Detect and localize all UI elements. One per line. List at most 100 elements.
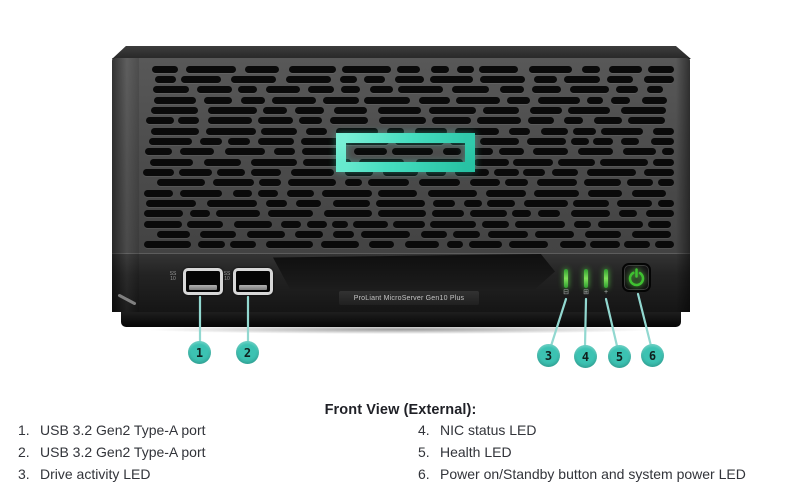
grille-slot <box>265 86 300 94</box>
grille-slot <box>145 117 174 125</box>
grille-slot <box>178 117 199 125</box>
grille-slot <box>648 220 672 228</box>
grille-slot <box>493 169 519 176</box>
grille-slot <box>419 96 451 104</box>
callout-3: 3 <box>537 344 560 367</box>
grille-slot <box>511 210 531 218</box>
grille-slot <box>393 220 425 228</box>
grille-slot <box>322 96 360 104</box>
grille-slot <box>244 65 279 73</box>
grille-slot <box>379 117 427 125</box>
grille-slot <box>498 148 524 156</box>
grille-slot <box>610 96 631 104</box>
usb-tongue <box>189 285 217 290</box>
grille-slot <box>213 179 255 187</box>
grille-slot <box>303 158 351 166</box>
grille-slot <box>623 148 657 156</box>
grille-slot <box>451 86 489 94</box>
grille-slot <box>551 169 579 176</box>
grille-slot <box>271 96 317 104</box>
grille-slot <box>215 210 261 218</box>
grille-slot <box>289 65 337 73</box>
grille-slot <box>650 137 674 145</box>
grille-slot <box>145 148 173 156</box>
grille-slot <box>204 96 233 104</box>
chassis-left-edge <box>112 58 139 312</box>
grille-slot <box>156 179 205 187</box>
grille-slot <box>479 75 526 83</box>
network-icon: ⊞ <box>583 289 589 296</box>
legend-number: 6. <box>418 465 430 482</box>
grille-slot <box>464 200 482 208</box>
grille-slot <box>335 127 378 135</box>
grille-slot <box>598 220 643 228</box>
grille-slot <box>513 158 554 166</box>
grille-slot <box>332 220 349 228</box>
grille-slot <box>341 86 360 94</box>
callout-5: 5 <box>608 345 631 368</box>
grille-slot <box>446 241 463 249</box>
grille-slot <box>652 158 674 166</box>
grille-slot <box>142 169 174 176</box>
grille-slot <box>615 86 639 94</box>
grille-slot <box>432 210 464 218</box>
grille-slot <box>430 75 474 83</box>
grille-slot <box>469 241 503 249</box>
grille-slot <box>199 137 223 145</box>
grille-slot <box>240 96 266 104</box>
grille-slot <box>587 189 623 197</box>
grille-slot <box>217 169 245 176</box>
usb-tongue <box>239 285 267 290</box>
grille-slot <box>608 65 642 73</box>
legend-label: USB 3.2 Gen2 Type-A port <box>40 422 206 438</box>
grille-slot <box>146 200 197 208</box>
legend-item: 6. Power on/Standby button and system po… <box>418 464 788 486</box>
grille-slot <box>584 231 622 239</box>
grille-slot <box>198 241 226 249</box>
grille-slot <box>483 106 520 114</box>
grille-slot <box>529 106 562 114</box>
grille-slot <box>506 96 531 104</box>
grille-slot <box>286 75 331 83</box>
grille-slot <box>532 86 562 94</box>
grille-slot <box>246 231 286 239</box>
grille-slot <box>470 210 507 218</box>
grille-slot <box>180 148 214 156</box>
grille-slot <box>415 127 448 135</box>
grille-slot <box>478 65 518 73</box>
legend-right: 4. NIC status LED 5. Health LED 6. Power… <box>418 420 788 485</box>
grille-slot <box>257 117 293 125</box>
grille-slot <box>273 148 296 156</box>
grille-slot <box>307 86 334 94</box>
grille-slot <box>369 86 393 94</box>
grille-slot <box>523 169 546 176</box>
grille-slot <box>587 96 604 104</box>
grille-slot <box>479 137 520 145</box>
grille-slot <box>573 200 609 208</box>
legend-number: 2. <box>18 443 30 460</box>
grille-slot <box>151 106 199 114</box>
grille-slot <box>578 148 613 156</box>
grille-slot <box>404 241 440 249</box>
grille-slot <box>258 189 279 197</box>
grille-slot <box>661 148 674 156</box>
grille-slot <box>377 210 427 218</box>
grille-slot <box>199 231 237 239</box>
grille-slot <box>428 106 477 114</box>
grille-slot <box>250 169 282 176</box>
grille-slot <box>341 65 392 73</box>
usb-port-1 <box>183 268 223 295</box>
grille-slot <box>148 137 193 145</box>
legend-item: 3. Drive activity LED <box>18 464 318 486</box>
grille-slot <box>376 200 425 208</box>
grille-slot <box>644 169 674 176</box>
grille-slot <box>617 200 653 208</box>
grille-slot <box>367 179 410 187</box>
grille-slot <box>657 179 674 187</box>
usb-speed-icon: SS 10 <box>223 271 231 282</box>
grille-slot <box>323 210 372 218</box>
legend-label: Power on/Standby button and system power… <box>440 465 746 482</box>
grille-slot <box>150 158 193 166</box>
grille-slot <box>476 117 521 125</box>
grille-slot <box>330 117 369 125</box>
